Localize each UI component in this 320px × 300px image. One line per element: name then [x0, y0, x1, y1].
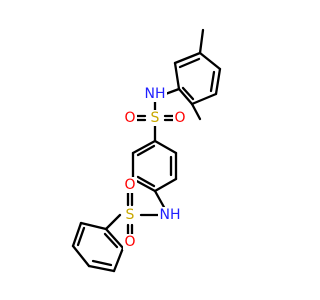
bond-layer [71, 28, 222, 273]
ring-c-bond [71, 244, 91, 268]
ring-a-double-bond [181, 86, 195, 101]
ring-b-bond [131, 139, 157, 155]
lower-sulfur-label: S [126, 207, 135, 223]
ring-c-bond [104, 227, 125, 250]
ring-a-bond [173, 61, 181, 91]
upper-nh-label: NH [145, 86, 166, 102]
ring-to-nh-bond [153, 189, 167, 211]
lower-oxygen-bottom-label: O [124, 234, 135, 250]
lower-oxygen-top-label: O [124, 177, 135, 193]
ring-c-double-bond [76, 226, 86, 247]
methyl-bond [198, 28, 205, 55]
ring-a-bond [173, 51, 202, 65]
lower-nh-label: NH [160, 207, 181, 223]
upper-sulfur-label: S [151, 110, 160, 126]
upper-oxygen-left-label: O [124, 110, 135, 126]
chemical-structure-diagram: NH S O O NH S O O [71, 28, 222, 273]
ring-a-bond [177, 87, 194, 106]
methyl-bond [190, 102, 202, 121]
ring-c-bond [112, 246, 125, 273]
ring-b-double-bond [136, 175, 156, 188]
ring-a-double-bond [178, 57, 201, 69]
ring-b-bond [153, 139, 178, 155]
ring-c-bond [71, 221, 83, 248]
ring-a-bond [190, 92, 218, 106]
ring-c-bond [87, 264, 116, 273]
upper-oxygen-right-label: O [174, 110, 185, 126]
ring-b-double-bond [136, 144, 156, 157]
atom-label-layer: NH S O O NH S O O [123, 86, 187, 250]
s-to-ring-bond [104, 213, 122, 231]
ring-c-bond [79, 221, 108, 231]
ring-c-double-bond [103, 232, 119, 249]
ring-a-bond [214, 67, 222, 96]
ring-a-double-bond [209, 70, 216, 93]
ring-b-bond [153, 177, 178, 193]
ring-a-bond [198, 51, 222, 71]
ring-c-double-bond [91, 259, 113, 267]
